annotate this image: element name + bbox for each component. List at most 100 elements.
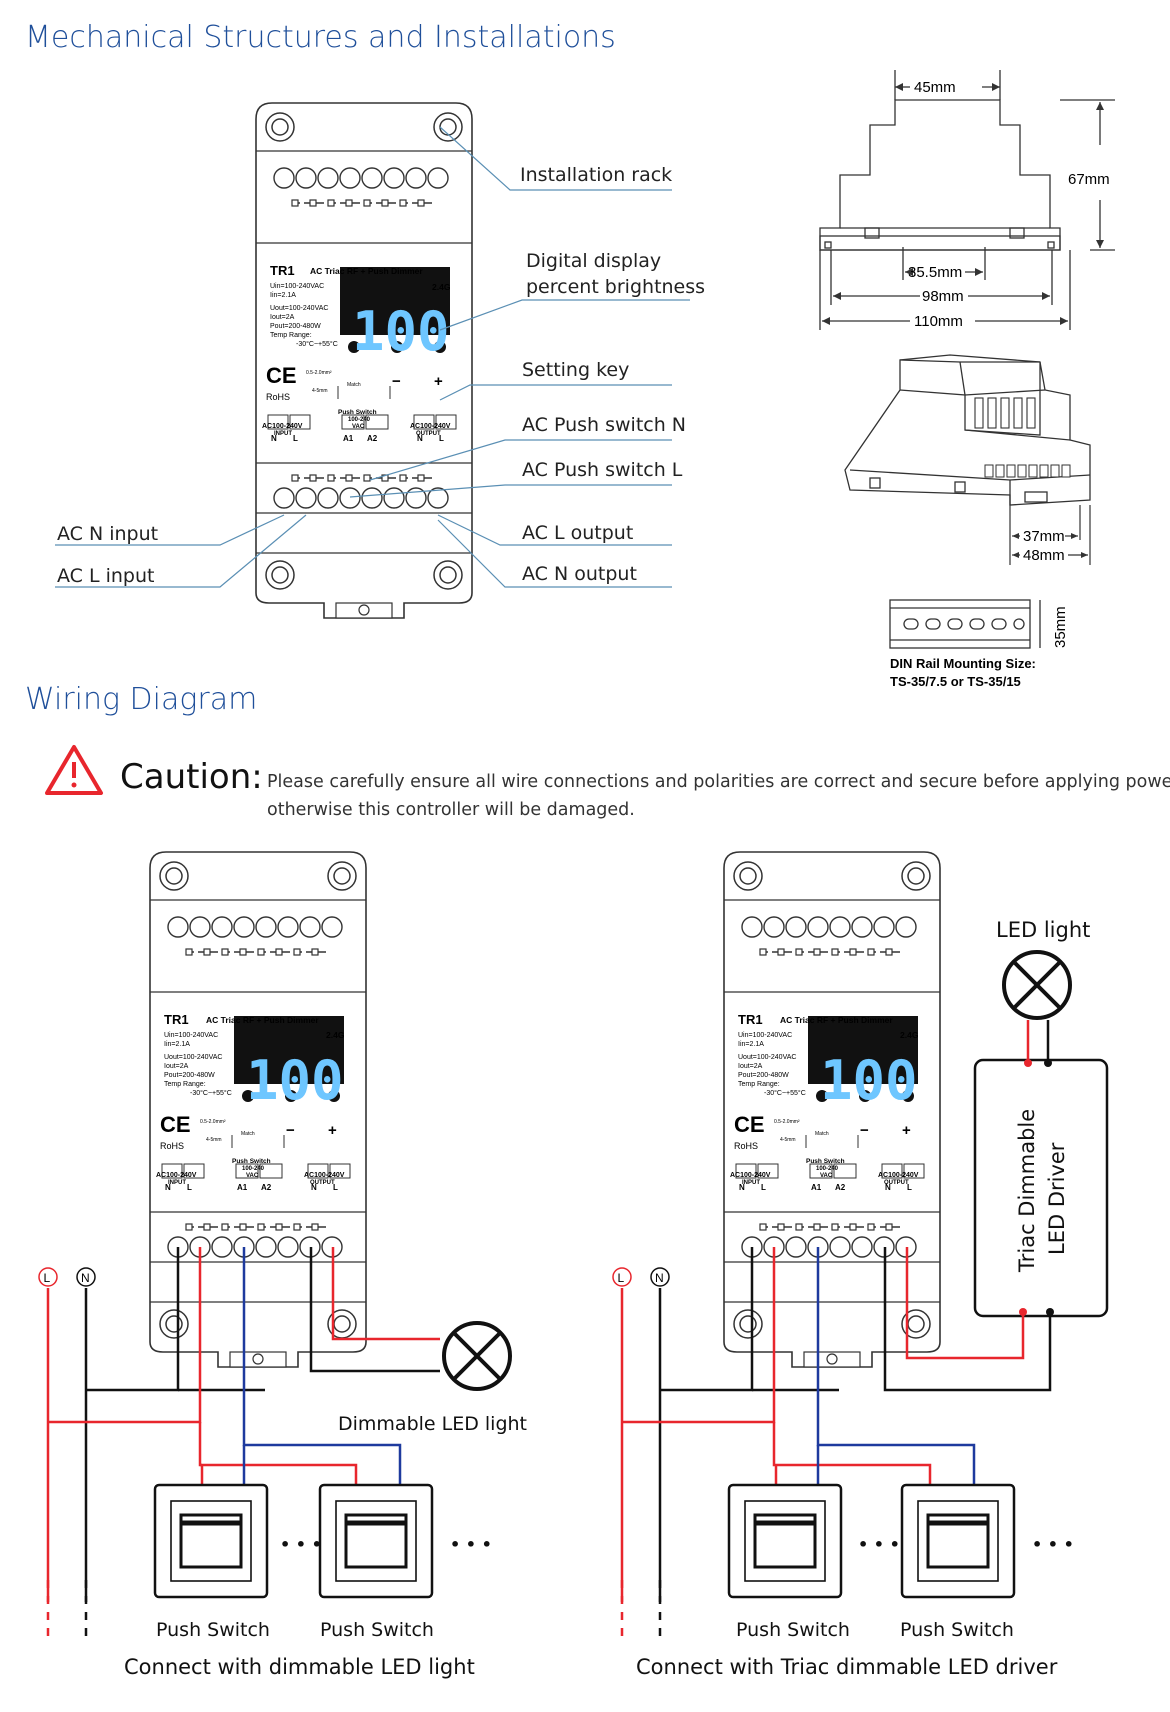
dim-35mm-rail: 35mm xyxy=(1052,606,1069,648)
din-rail-label-1: DIN Rail Mounting Size: xyxy=(890,656,1036,671)
left-lamp xyxy=(442,1321,512,1391)
svg-text:RoHS: RoHS xyxy=(734,1141,758,1151)
callout-ac-n-output: AC N output xyxy=(522,563,637,585)
wiring-heading: Wiring Diagram xyxy=(25,682,257,717)
right-device-labels: TR1 AC Triac RF + Push Dimmer 2.4G Uin=1… xyxy=(730,1012,919,1192)
left-n-symbol: N xyxy=(76,1267,96,1287)
input-label-2: INPUT xyxy=(274,431,292,437)
term-out-l: L xyxy=(439,434,444,443)
svg-text:OUTPUT: OUTPUT xyxy=(884,1180,909,1186)
svg-text:+: + xyxy=(328,1122,337,1139)
isometric-view xyxy=(844,354,1091,506)
svg-text:TR1: TR1 xyxy=(738,1012,763,1027)
iso-arrowheads xyxy=(1012,533,1088,558)
led-driver-box xyxy=(973,1058,1109,1318)
push-switch-volt: 100-240 xyxy=(348,417,371,423)
callout-ac-l-output: AC L output xyxy=(522,522,633,544)
right-caption: Connect with Triac dimmable LED driver xyxy=(636,1655,1058,1679)
term-out-n: N xyxy=(417,434,423,443)
svg-text:Match: Match xyxy=(241,1131,255,1137)
svg-text:−: − xyxy=(286,1122,295,1139)
svg-text:A2: A2 xyxy=(835,1183,846,1192)
callout-installation-rack: Installation rack xyxy=(520,164,672,186)
device-temp-values: -30°C~+55°C xyxy=(296,340,338,348)
mechanical-heading: Mechanical Structures and Installations xyxy=(25,20,616,55)
caution-title: Caution: xyxy=(120,757,263,797)
strip-len: 4-5mm xyxy=(312,388,328,394)
svg-text:AC Triac RF + Push Dimmer: AC Triac RF + Push Dimmer xyxy=(206,1015,319,1025)
right-ellipsis-2: • • • xyxy=(1032,1535,1074,1554)
right-switch-label-1: Push Switch xyxy=(736,1619,850,1641)
caution-icon xyxy=(45,745,103,795)
svg-text:4-5mm: 4-5mm xyxy=(780,1137,796,1143)
dim-35-5mm: 35.5mm xyxy=(908,264,962,281)
dim-37mm: 37mm xyxy=(1023,528,1065,545)
left-push-switch-1 xyxy=(155,1485,267,1597)
svg-text:-30°C~+55°C: -30°C~+55°C xyxy=(190,1089,232,1097)
callout-ac-push-switch-n: AC Push switch N xyxy=(522,414,686,436)
dim-110mm: 110mm xyxy=(914,313,963,330)
driver-terminal-bottom-l xyxy=(1019,1308,1027,1316)
left-switch-label-2: Push Switch xyxy=(320,1619,434,1641)
right-n-symbol: N xyxy=(650,1267,670,1287)
display-value: 100 xyxy=(352,300,450,363)
svg-text:Temp Range:: Temp Range: xyxy=(738,1081,780,1088)
minus-label: − xyxy=(392,373,401,390)
device-uout: Uout=100-240VAC xyxy=(270,305,328,312)
svg-text:CE: CE xyxy=(160,1112,191,1137)
svg-text:L: L xyxy=(333,1183,338,1192)
svg-text:AC100-240V: AC100-240V xyxy=(156,1172,197,1179)
svg-text:100-240: 100-240 xyxy=(242,1166,265,1172)
callout-ac-n-input: AC N input xyxy=(57,523,158,545)
svg-text:N: N xyxy=(655,1271,664,1285)
term-a1: A1 xyxy=(343,434,354,443)
svg-text:Push Switch: Push Switch xyxy=(232,1158,271,1165)
dim-98mm: 98mm xyxy=(922,288,964,305)
dim-45mm: 45mm xyxy=(914,79,956,96)
device-temp-range: Temp Range: xyxy=(270,332,312,339)
svg-text:INPUT: INPUT xyxy=(742,1180,760,1186)
left-push-switch-2 xyxy=(320,1485,432,1597)
svg-text:Uout=100-240VAC: Uout=100-240VAC xyxy=(738,1054,796,1061)
svg-text:4-5mm: 4-5mm xyxy=(206,1137,222,1143)
svg-text:Uin=100-240VAC: Uin=100-240VAC xyxy=(164,1032,218,1039)
right-lamp xyxy=(1002,950,1072,1020)
caution-line-2: otherwise this controller will be damage… xyxy=(267,800,635,820)
din-rail xyxy=(889,599,1041,649)
svg-text:L: L xyxy=(187,1183,192,1192)
svg-text:Iout=2A: Iout=2A xyxy=(164,1063,189,1070)
device-name: AC Triac RF + Push Dimmer xyxy=(310,266,423,276)
svg-text:N: N xyxy=(739,1183,745,1192)
svg-text:+: + xyxy=(902,1122,911,1139)
left-ellipsis-1: • • • xyxy=(280,1535,322,1554)
svg-text:Pout=200-480W: Pout=200-480W xyxy=(738,1072,789,1079)
rohs-mark: RoHS xyxy=(266,392,290,402)
right-light-label: LED light xyxy=(996,918,1090,942)
left-dashed-ends xyxy=(46,1580,88,1640)
svg-text:N: N xyxy=(885,1183,891,1192)
left-wires xyxy=(46,1247,440,1602)
dim-67mm: 67mm xyxy=(1068,171,1110,188)
ce-mark: CE xyxy=(266,363,297,388)
svg-text:2.4G: 2.4G xyxy=(900,1030,919,1040)
svg-text:INPUT: INPUT xyxy=(168,1180,186,1186)
dim-48mm: 48mm xyxy=(1023,547,1065,564)
svg-text:Uin=100-240VAC: Uin=100-240VAC xyxy=(738,1032,792,1039)
svg-text:N: N xyxy=(311,1183,317,1192)
svg-text:2.4G: 2.4G xyxy=(326,1030,345,1040)
driver-terminal-bottom-n xyxy=(1046,1308,1054,1316)
svg-text:Pout=200-480W: Pout=200-480W xyxy=(164,1072,215,1079)
device-uin: Uin=100-240VAC xyxy=(270,283,324,290)
caution-line-1: Please carefully ensure all wire connect… xyxy=(267,772,1170,792)
svg-text:TR1: TR1 xyxy=(164,1012,189,1027)
svg-text:VAC: VAC xyxy=(820,1173,833,1179)
driver-terminal-top-n xyxy=(1044,1059,1052,1067)
push-switch-vac: VAC xyxy=(352,424,365,430)
svg-text:A1: A1 xyxy=(237,1183,248,1192)
svg-text:100-240: 100-240 xyxy=(816,1166,839,1172)
plus-label: + xyxy=(434,373,443,390)
right-dashed-ends xyxy=(620,1580,662,1640)
left-switch-label-1: Push Switch xyxy=(156,1619,270,1641)
svg-text:Iin=2.1A: Iin=2.1A xyxy=(164,1041,190,1048)
